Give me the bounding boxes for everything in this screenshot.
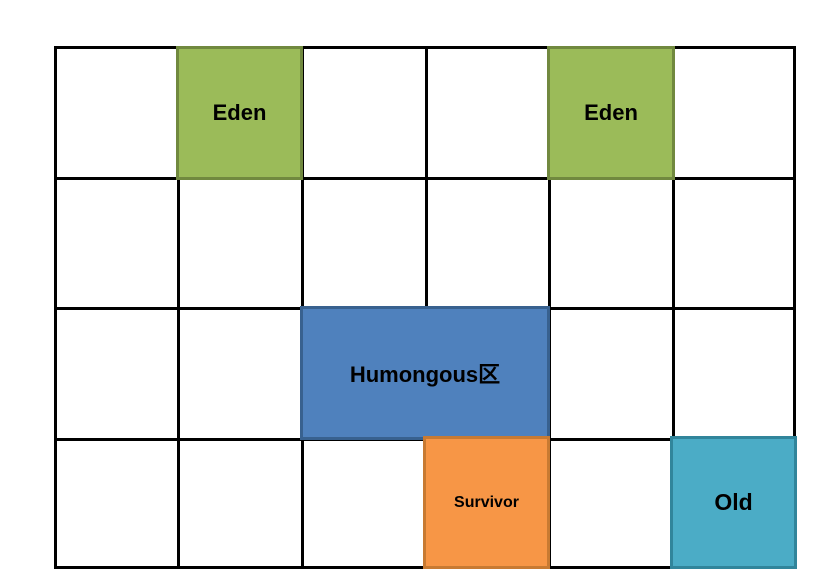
region-block-old: Old: [670, 436, 797, 569]
region-label-eden-2: Eden: [584, 100, 638, 125]
region-block-eden-2: Eden: [547, 46, 675, 180]
region-block-humongous: Humongous区: [300, 306, 550, 440]
region-label-survivor: Survivor: [454, 493, 519, 511]
grid-line-horizontal: [57, 177, 793, 180]
region-label-old: Old: [714, 489, 753, 515]
region-block-eden-1: Eden: [176, 46, 303, 180]
region-block-survivor: Survivor: [423, 436, 550, 569]
region-label-humongous: Humongous区: [349, 362, 501, 387]
region-label-eden-1: Eden: [212, 100, 267, 125]
